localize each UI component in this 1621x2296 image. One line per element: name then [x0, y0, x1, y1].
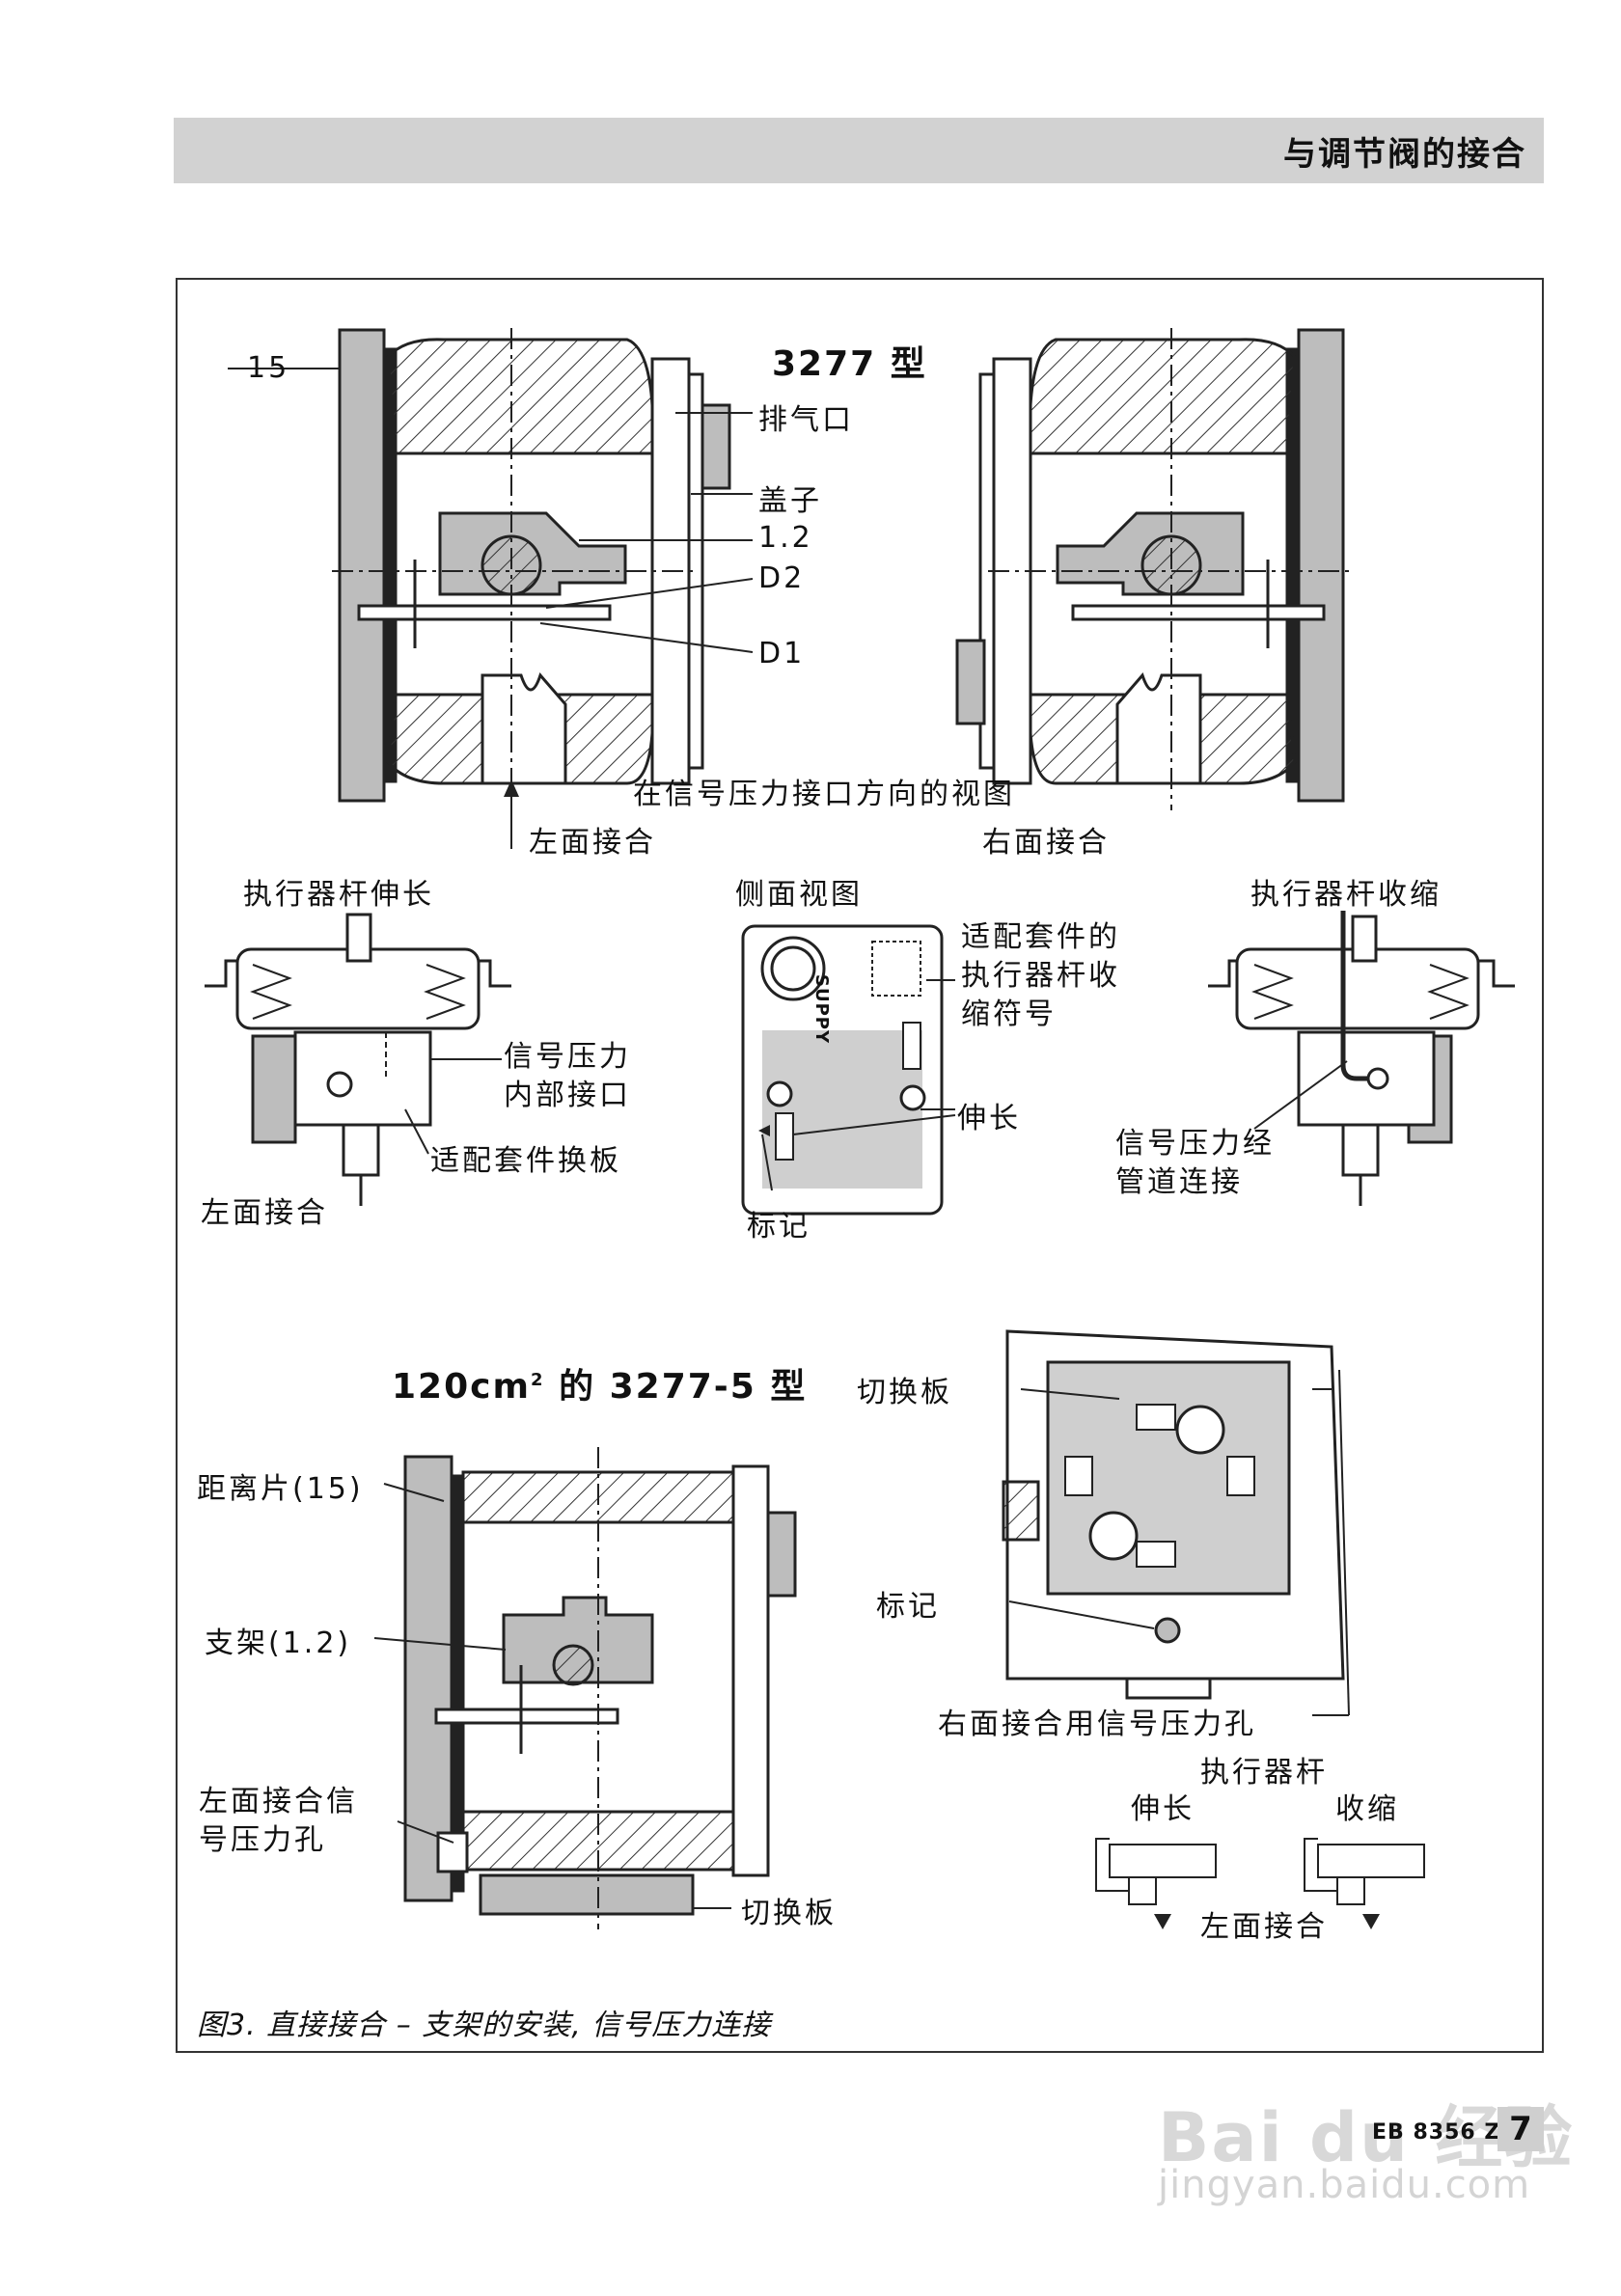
- label-bracket: 支架(1.2): [205, 1626, 352, 1660]
- watermark-url: jingyan.baidu.com: [1158, 2163, 1531, 2207]
- label-mark-middle: 标记: [747, 1210, 810, 1244]
- label-switch-plate-right: 切换板: [857, 1376, 952, 1409]
- document-code: EB 8356 ZH: [1372, 2120, 1520, 2145]
- label-cover: 盖子: [758, 484, 822, 518]
- bottom-title-sup: 2: [531, 1370, 545, 1390]
- label-stem-extend: 执行器杆伸长: [243, 878, 434, 912]
- label-left-mount-middle: 左面接合: [201, 1196, 328, 1230]
- type-3277-5-drawing: [373, 1447, 797, 1929]
- bottom-title: 120cm2 的 3277-5 型: [392, 1358, 807, 1408]
- label-stem-retract: 执行器杆收缩: [1250, 878, 1442, 912]
- label-adapter-plate: 适配套件换板: [430, 1144, 621, 1178]
- header-bar: 与调节阀的接合: [174, 118, 1544, 183]
- label-switch-plate-bottom: 切换板: [741, 1897, 837, 1930]
- label-piped-2: 管道连接: [1115, 1165, 1243, 1199]
- label-right-hole: 右面接合用信号压力孔: [938, 1708, 1256, 1741]
- label-stem-bottom: 执行器杆: [1200, 1756, 1328, 1790]
- figure-caption: 图3. 直接接合 – 支架的安装, 信号压力连接: [197, 2009, 772, 2042]
- label-d1: D1: [758, 637, 806, 670]
- section-title: 与调节阀的接合: [1283, 135, 1526, 174]
- label-15: 15: [247, 351, 290, 385]
- switch-plate-drawing: [1002, 1329, 1425, 1929]
- bottom-title-rest: 的 3277-5 型: [544, 1367, 808, 1407]
- label-spacer: 距离片(15): [197, 1472, 364, 1506]
- label-extend-middle: 伸长: [957, 1102, 1021, 1135]
- label-supply: SUPPY: [811, 974, 832, 1044]
- label-left-mount-top: 左面接合: [529, 826, 656, 860]
- label-retract-bottom: 收缩: [1335, 1792, 1399, 1826]
- label-adapter-symbol-3: 缩符号: [961, 998, 1057, 1031]
- label-internal-port-2: 内部接口: [504, 1079, 631, 1112]
- label-adapter-symbol-1: 适配套件的: [961, 920, 1120, 954]
- label-piped-1: 信号压力经: [1115, 1127, 1275, 1161]
- label-extend-bottom: 伸长: [1131, 1792, 1195, 1826]
- page-number: 7: [1497, 2107, 1544, 2151]
- label-left-mount-bottom: 左面接合: [1200, 1910, 1328, 1944]
- label-internal-port-1: 信号压力: [504, 1040, 631, 1074]
- label-right-mount-top: 右面接合: [982, 826, 1110, 860]
- label-vent: 排气口: [758, 403, 854, 437]
- label-1-2: 1.2: [758, 521, 813, 555]
- label-adapter-symbol-2: 执行器杆收: [961, 959, 1120, 993]
- label-side-view: 侧面视图: [735, 878, 863, 912]
- top-left-actuator-view: [228, 328, 754, 849]
- figure-frame: [176, 278, 1544, 2053]
- top-title: 3277 型: [772, 344, 927, 384]
- top-right-actuator-view: [955, 328, 1351, 810]
- label-mark-bottom: 标记: [876, 1590, 940, 1624]
- bottom-title-main: 120cm: [392, 1367, 531, 1407]
- label-view-direction: 在信号压力接口方向的视图: [633, 778, 1015, 811]
- label-left-hole-2: 号压力孔: [199, 1823, 326, 1857]
- label-d2: D2: [758, 561, 806, 595]
- side-view-drawing: [741, 924, 956, 1216]
- label-left-hole-1: 左面接合信: [199, 1785, 358, 1818]
- stem-extend-drawing: [205, 913, 511, 1206]
- stem-retract-drawing: [1208, 911, 1515, 1206]
